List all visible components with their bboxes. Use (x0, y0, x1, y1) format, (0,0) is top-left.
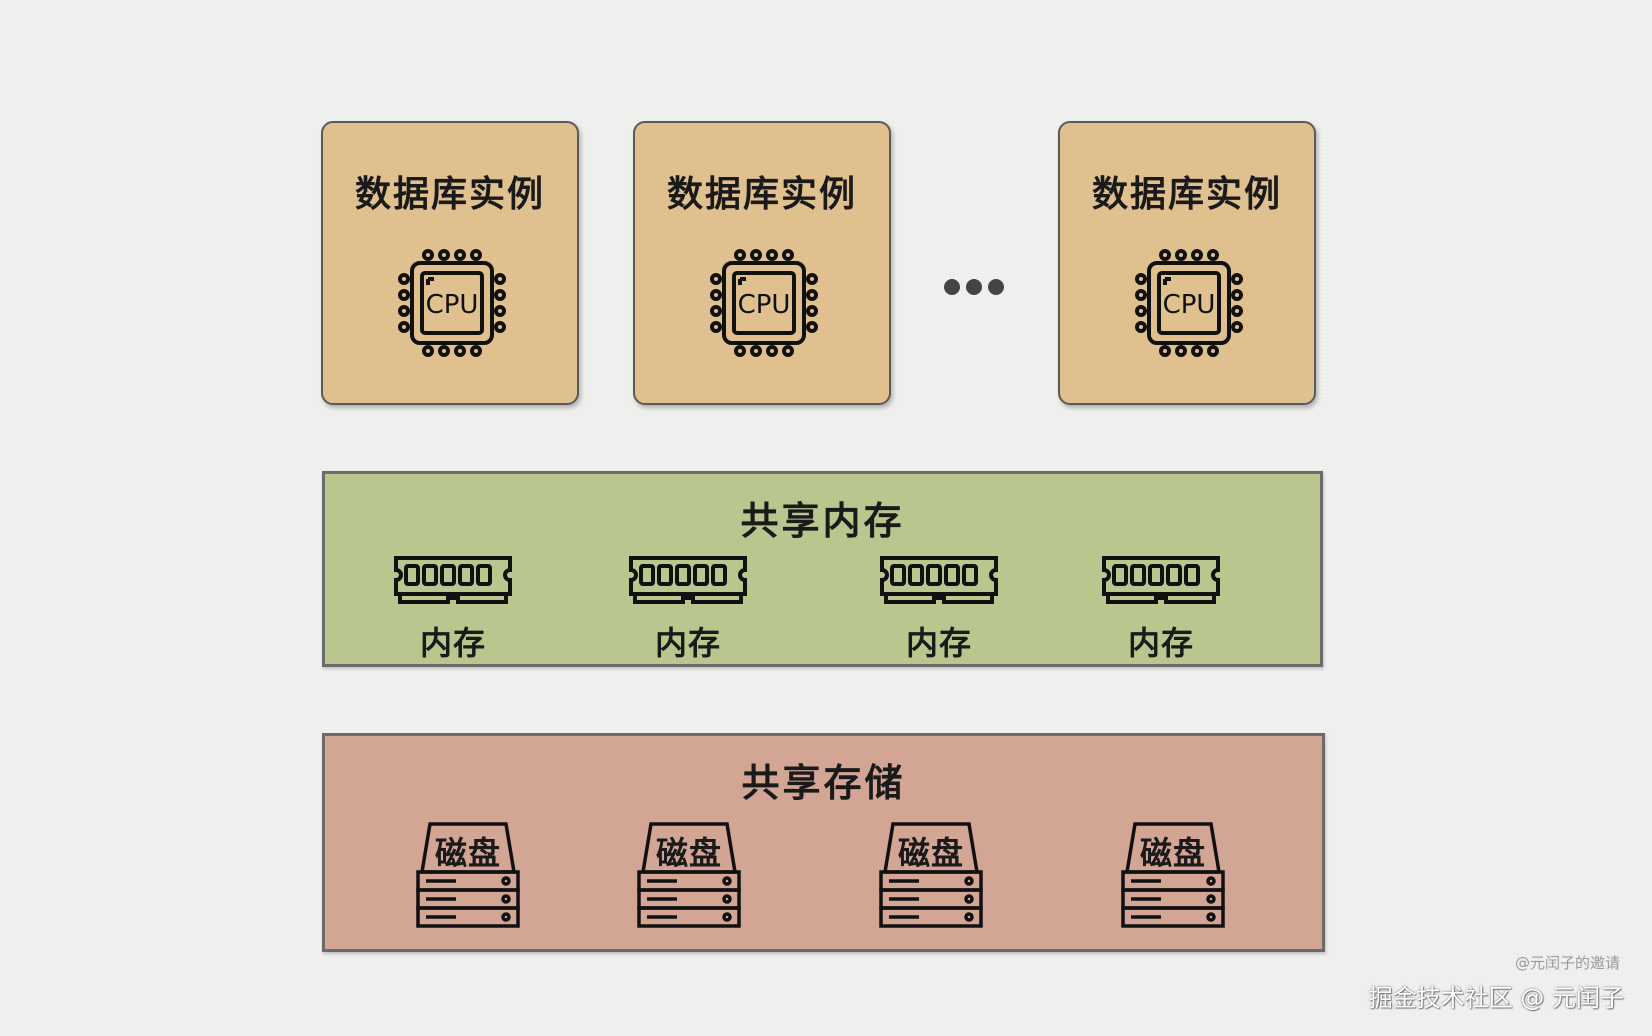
memory-module: 内存 (1098, 554, 1224, 664)
cpu-icon: CPU (398, 249, 506, 357)
server-disk-icon (879, 822, 983, 928)
disk-label: 磁盘 (1139, 834, 1206, 872)
server-disk-icon (1121, 822, 1225, 928)
memory-module: 内存 (390, 554, 516, 664)
ram-icon (880, 556, 998, 604)
ram-icon (629, 556, 747, 604)
ellipsis-icon (944, 279, 1004, 295)
instance-title: 数据库实例 (1091, 174, 1282, 215)
ram-icon (394, 556, 512, 604)
server-disk-icon (637, 822, 741, 928)
site-watermark: 掘金技术社区 @ 元闰子 (1368, 984, 1624, 1012)
database-instance-2: 数据库实例 CPU (633, 121, 891, 405)
cpu-icon: CPU (1135, 249, 1243, 357)
database-instance-1: 数据库实例 CPU (321, 121, 579, 405)
disk-label: 磁盘 (434, 834, 501, 872)
memory-label: 内存 (654, 624, 721, 662)
shared-storage-title: 共享存储 (741, 761, 906, 805)
server-disk-icon (416, 822, 520, 928)
shared-memory-title: 共享内存 (740, 499, 905, 543)
memory-label: 内存 (419, 624, 486, 662)
cpu-label: CPU (426, 290, 479, 320)
memory-label: 内存 (905, 624, 972, 662)
shared-memory-panel: 共享内存 内存 (322, 471, 1323, 667)
memory-module: 内存 (876, 554, 1002, 664)
disk-unit: 磁盘 (637, 822, 741, 928)
database-instance-3: 数据库实例 CPU (1058, 121, 1316, 405)
memory-module: 内存 (625, 554, 751, 664)
ram-icon (1102, 556, 1220, 604)
instance-title: 数据库实例 (354, 174, 545, 215)
disk-unit: 磁盘 (879, 822, 983, 928)
disk-label: 磁盘 (897, 834, 964, 872)
cpu-label: CPU (738, 290, 791, 320)
disk-unit: 磁盘 (416, 822, 520, 928)
cpu-label: CPU (1163, 290, 1216, 320)
author-watermark: @元闰子的邀请 (1514, 954, 1620, 972)
disk-label: 磁盘 (655, 834, 722, 872)
memory-label: 内存 (1127, 624, 1194, 662)
disk-unit: 磁盘 (1121, 822, 1225, 928)
instance-title: 数据库实例 (666, 174, 857, 215)
cpu-icon: CPU (710, 249, 818, 357)
shared-storage-panel: 共享存储 磁盘 磁盘 (322, 733, 1325, 952)
